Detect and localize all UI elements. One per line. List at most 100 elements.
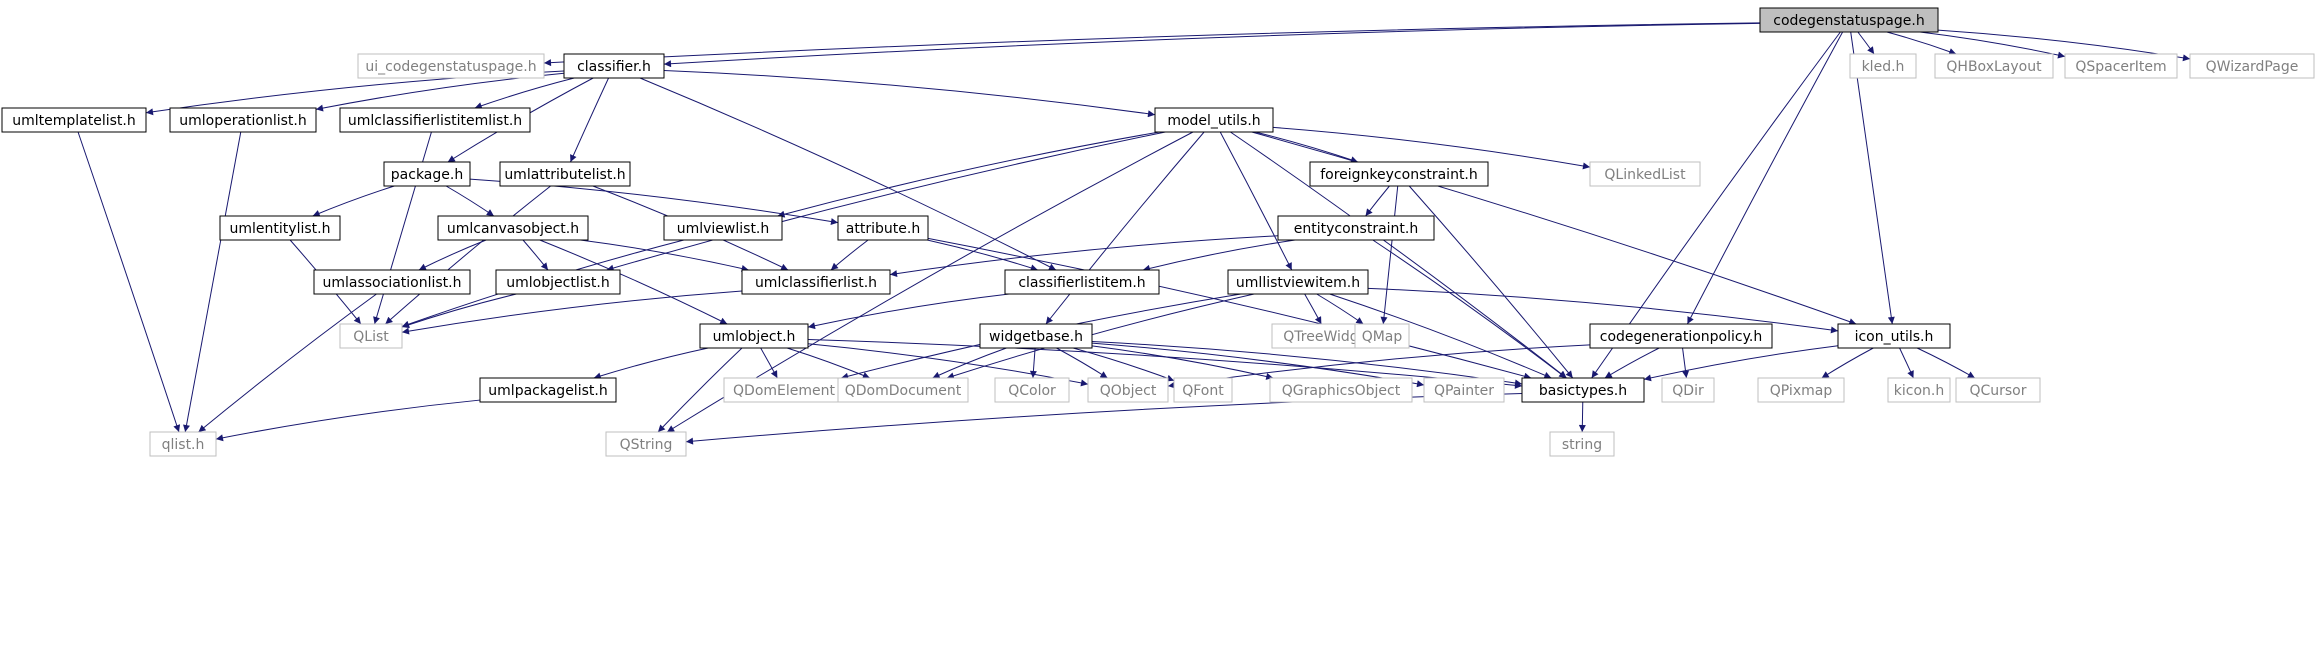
node-label: umlclassifierlist.h bbox=[755, 275, 877, 291]
node-model-utils[interactable]: model_utils.h bbox=[1154, 107, 1274, 133]
node-box bbox=[1269, 377, 1413, 403]
edge-widgetbase-to-qdomdocument bbox=[932, 347, 1007, 379]
node-box bbox=[1759, 7, 1939, 33]
node-box bbox=[1173, 377, 1233, 403]
node-box bbox=[339, 323, 403, 349]
edge-model_utils-to-umllistviewitem bbox=[1219, 131, 1293, 271]
node-box bbox=[313, 269, 471, 295]
node-umlattributelist[interactable]: umlattributelist.h bbox=[499, 161, 631, 187]
node-kicon: kicon.h bbox=[1887, 377, 1951, 403]
edge-umltemplatelist-to-qlist_h bbox=[77, 131, 181, 433]
node-layer: codegenstatuspage.h ui_codegenstatuspage.… bbox=[1, 7, 2315, 457]
node-label: umlviewlist.h bbox=[677, 221, 770, 237]
node-box bbox=[1955, 377, 2041, 403]
node-label: QList bbox=[353, 329, 389, 345]
edge-model_utils-to-foreignkeyconstraint bbox=[1254, 131, 1359, 164]
edge-codegenstatuspage-to-qspaceritem bbox=[1919, 31, 2066, 59]
edge-model_utils-to-umlviewlist bbox=[777, 131, 1160, 218]
node-umlcanvasobject[interactable]: umlcanvasobject.h bbox=[437, 215, 589, 241]
edge-umllistviewitem-to-qtreewidget bbox=[1304, 293, 1322, 325]
node-box bbox=[1423, 377, 1505, 403]
node-label: string bbox=[1562, 437, 1602, 453]
node-box bbox=[837, 377, 969, 403]
node-widgetbase[interactable]: widgetbase.h bbox=[979, 323, 1093, 349]
node-box bbox=[1227, 269, 1369, 295]
node-label: foreignkeyconstraint.h bbox=[1320, 167, 1478, 183]
node-codegenerationpolicy[interactable]: codegenerationpolicy.h bbox=[1589, 323, 1773, 349]
node-umlclassifierlist[interactable]: umlclassifierlist.h bbox=[741, 269, 891, 295]
node-foreignkeyconstraint[interactable]: foreignkeyconstraint.h bbox=[1309, 161, 1489, 187]
node-umlclassifierlistitemlist[interactable]: umlclassifierlistitemlist.h bbox=[339, 107, 531, 133]
node-label: umlclassifierlistitemlist.h bbox=[348, 113, 522, 129]
node-box bbox=[605, 431, 687, 457]
node-box bbox=[1309, 161, 1489, 187]
node-label: ui_codegenstatuspage.h bbox=[365, 59, 536, 75]
edge-basictypes-to-string bbox=[1578, 401, 1586, 433]
node-label: umlobject.h bbox=[713, 329, 796, 345]
node-label: QSpacerItem bbox=[2075, 59, 2166, 75]
node-label: QDir bbox=[1672, 383, 1704, 399]
edge-icon_utils-to-basictypes bbox=[1643, 345, 1839, 382]
edge-umlclassifierlistitemlist-to-qlist bbox=[373, 131, 432, 325]
node-entityconstraint[interactable]: entityconstraint.h bbox=[1277, 215, 1435, 241]
node-basictypes[interactable]: basictypes.h bbox=[1521, 377, 1645, 403]
node-classifier[interactable]: classifier.h bbox=[563, 53, 665, 79]
node-label: QDomElement bbox=[733, 383, 835, 399]
edge-model_utils-to-widgetbase bbox=[1045, 131, 1205, 325]
node-box bbox=[1154, 107, 1274, 133]
node-umllistviewitem[interactable]: umllistviewitem.h bbox=[1227, 269, 1369, 295]
node-icon-utils[interactable]: icon_utils.h bbox=[1837, 323, 1951, 349]
node-qobject: QObject bbox=[1087, 377, 1169, 403]
node-classifierlistitem[interactable]: classifierlistitem.h bbox=[1004, 269, 1160, 295]
node-qstring: QString bbox=[605, 431, 687, 457]
node-box bbox=[357, 53, 545, 79]
node-attribute[interactable]: attribute.h bbox=[837, 215, 929, 241]
node-umlobject[interactable]: umlobject.h bbox=[699, 323, 809, 349]
edge-codegenstatuspage-to-qhboxlayout bbox=[1886, 31, 1957, 55]
node-umlviewlist[interactable]: umlviewlist.h bbox=[663, 215, 783, 241]
node-umlentitylist[interactable]: umlentitylist.h bbox=[219, 215, 341, 241]
node-label: umlpackagelist.h bbox=[488, 383, 607, 399]
edge-umlobject-to-qstring bbox=[657, 347, 743, 433]
node-string: string bbox=[1549, 431, 1615, 457]
node-box bbox=[1757, 377, 1845, 403]
node-label: package.h bbox=[391, 167, 463, 183]
edge-model_utils-to-icon_utils bbox=[1251, 131, 1857, 325]
edge-package-to-umlcanvasobject bbox=[445, 185, 495, 217]
node-umlassociationlist[interactable]: umlassociationlist.h bbox=[313, 269, 471, 295]
node-box bbox=[979, 323, 1093, 349]
node-label: QGraphicsObject bbox=[1282, 383, 1401, 399]
node-label: model_utils.h bbox=[1167, 113, 1260, 129]
node-qmap: QMap bbox=[1354, 323, 1410, 349]
edge-attribute-to-umlclassifierlist bbox=[830, 239, 869, 271]
node-box bbox=[219, 215, 341, 241]
edge-entityconstraint-to-classifierlistitem bbox=[1142, 239, 1296, 272]
node-label: QPainter bbox=[1434, 383, 1494, 399]
node-label: umlassociationlist.h bbox=[322, 275, 461, 291]
node-label: QFont bbox=[1182, 383, 1224, 399]
node-package[interactable]: package.h bbox=[383, 161, 471, 187]
node-label: QTreeWidget bbox=[1283, 329, 1373, 345]
edge-umlcanvasobject-to-umlassociationlist bbox=[418, 239, 487, 271]
node-label: QWizardPage bbox=[2206, 59, 2299, 75]
node-umltemplatelist[interactable]: umltemplatelist.h bbox=[1, 107, 147, 133]
node-box bbox=[1, 107, 147, 133]
edge-classifier-to-classifierlistitem bbox=[639, 77, 1057, 271]
node-umloperationlist[interactable]: umloperationlist.h bbox=[169, 107, 317, 133]
node-label: kled.h bbox=[1862, 59, 1905, 75]
node-box bbox=[1549, 431, 1615, 457]
node-label: qlist.h bbox=[162, 437, 205, 453]
node-umlpackagelist[interactable]: umlpackagelist.h bbox=[479, 377, 617, 403]
node-label: kicon.h bbox=[1894, 383, 1944, 399]
node-codegenstatuspage[interactable]: codegenstatuspage.h bbox=[1759, 7, 1939, 33]
node-qcolor: QColor bbox=[994, 377, 1070, 403]
node-label: codegenstatuspage.h bbox=[1773, 13, 1924, 29]
node-label: QCursor bbox=[1969, 383, 2026, 399]
edge-widgetbase-to-qobject bbox=[1056, 347, 1108, 379]
edge-entityconstraint-to-umlclassifierlist bbox=[889, 235, 1279, 278]
edge-umllistviewitem-to-icon_utils bbox=[1367, 287, 1839, 334]
node-box bbox=[437, 215, 589, 241]
node-qspaceritem: QSpacerItem bbox=[2064, 53, 2178, 79]
edge-codegenstatuspage-to-codegenerationpolicy bbox=[1686, 31, 1844, 325]
node-umlobjectlist[interactable]: umlobjectlist.h bbox=[495, 269, 621, 295]
